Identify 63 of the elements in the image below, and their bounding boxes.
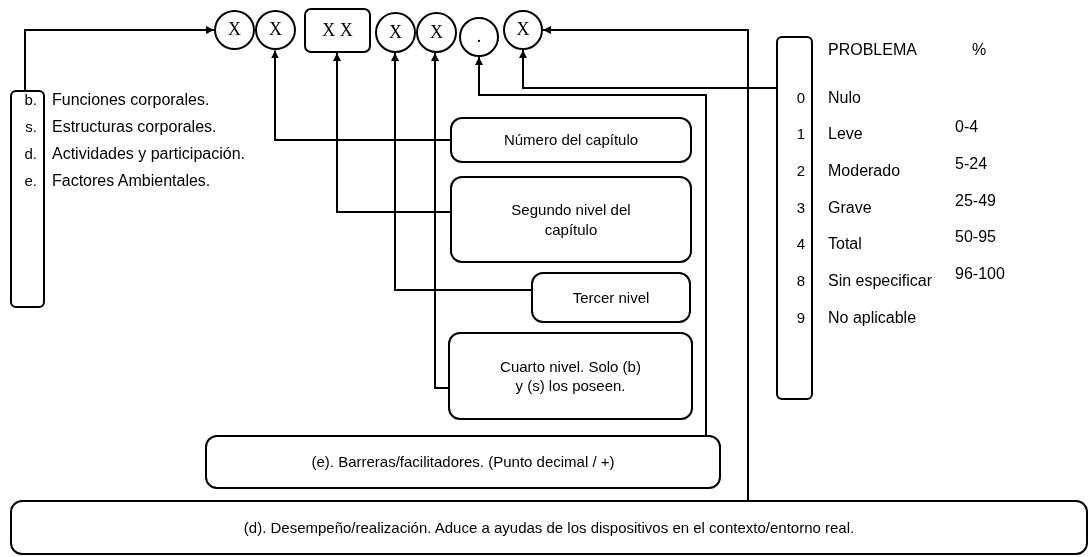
code-character: X [430, 20, 443, 44]
code-character: X X [322, 18, 353, 42]
arrow [475, 56, 707, 436]
code-letter: s. [24, 118, 37, 136]
description-text: Total [828, 235, 862, 253]
description-text: Cuarto nivel. Solo (b) y (s) los poseen. [500, 356, 641, 396]
code-letter: 3 [795, 199, 805, 217]
description-text: Tercer nivel [572, 287, 650, 308]
description-box [531, 272, 691, 323]
description-text: Actividades y participación. [52, 145, 245, 163]
description-text: 50-95 [955, 228, 996, 246]
description-box [205, 435, 721, 489]
description-text: Grave [828, 199, 872, 217]
description-text: No aplicable [828, 309, 917, 327]
description-text: Nulo [828, 89, 861, 107]
description-box [448, 332, 693, 420]
description-text: PROBLEMA [828, 41, 917, 59]
code-letter: 2 [795, 162, 805, 180]
code-letter: 0 [795, 89, 805, 107]
description-text: 96-100 [955, 265, 1005, 283]
code-letter: 9 [795, 309, 805, 327]
code-circle [503, 10, 543, 50]
description-text: % [972, 41, 987, 59]
code-circle [375, 12, 416, 53]
code-letter: 1 [795, 125, 805, 143]
arrow [391, 52, 532, 291]
description-text: Funciones corporales. [52, 91, 210, 109]
code-character: X [228, 18, 241, 42]
arrow [333, 52, 451, 213]
code-circle [416, 12, 457, 53]
description-text: Moderado [828, 162, 901, 180]
code-character: X [389, 20, 402, 44]
code-circle [255, 10, 296, 50]
description-box [450, 117, 692, 163]
arrow [431, 51, 449, 389]
description-text: Leve [828, 125, 863, 143]
description-text: 0-4 [955, 118, 979, 136]
code-letter: b. [23, 91, 37, 109]
arrow [271, 49, 451, 141]
code-character: . [476, 25, 482, 49]
code-circle [459, 17, 499, 57]
description-text: Número del capítulo [503, 130, 639, 150]
description-box [450, 176, 692, 263]
code-letter: d. [23, 145, 37, 163]
code-character: X [516, 18, 530, 42]
description-text: 5-24 [955, 155, 988, 173]
description-text: 25-49 [955, 192, 996, 210]
code-letter: e. [23, 172, 37, 190]
description-text: Sin especificar [828, 272, 933, 290]
code-character: X [269, 18, 282, 42]
arrow [24, 26, 215, 91]
code-letter: 8 [795, 272, 805, 290]
description-text: Segundo nivel del capítulo [510, 200, 632, 239]
description-text: (e). Barreras/facilitadores. (Punto decimal / +) [311, 452, 615, 472]
arrow [519, 49, 777, 89]
code-box [304, 8, 371, 53]
code-letter: 4 [795, 235, 805, 253]
description-box [10, 500, 1088, 555]
code-circle [214, 10, 255, 50]
description-text: Estructuras corporales. [52, 118, 217, 136]
description-text: (d). Desempeño/realización. Aduce a ayudas de los dispositivos en el contexto/entorno real. [243, 517, 855, 538]
arrow [542, 26, 749, 501]
description-text: Factores Ambientales. [52, 172, 211, 190]
